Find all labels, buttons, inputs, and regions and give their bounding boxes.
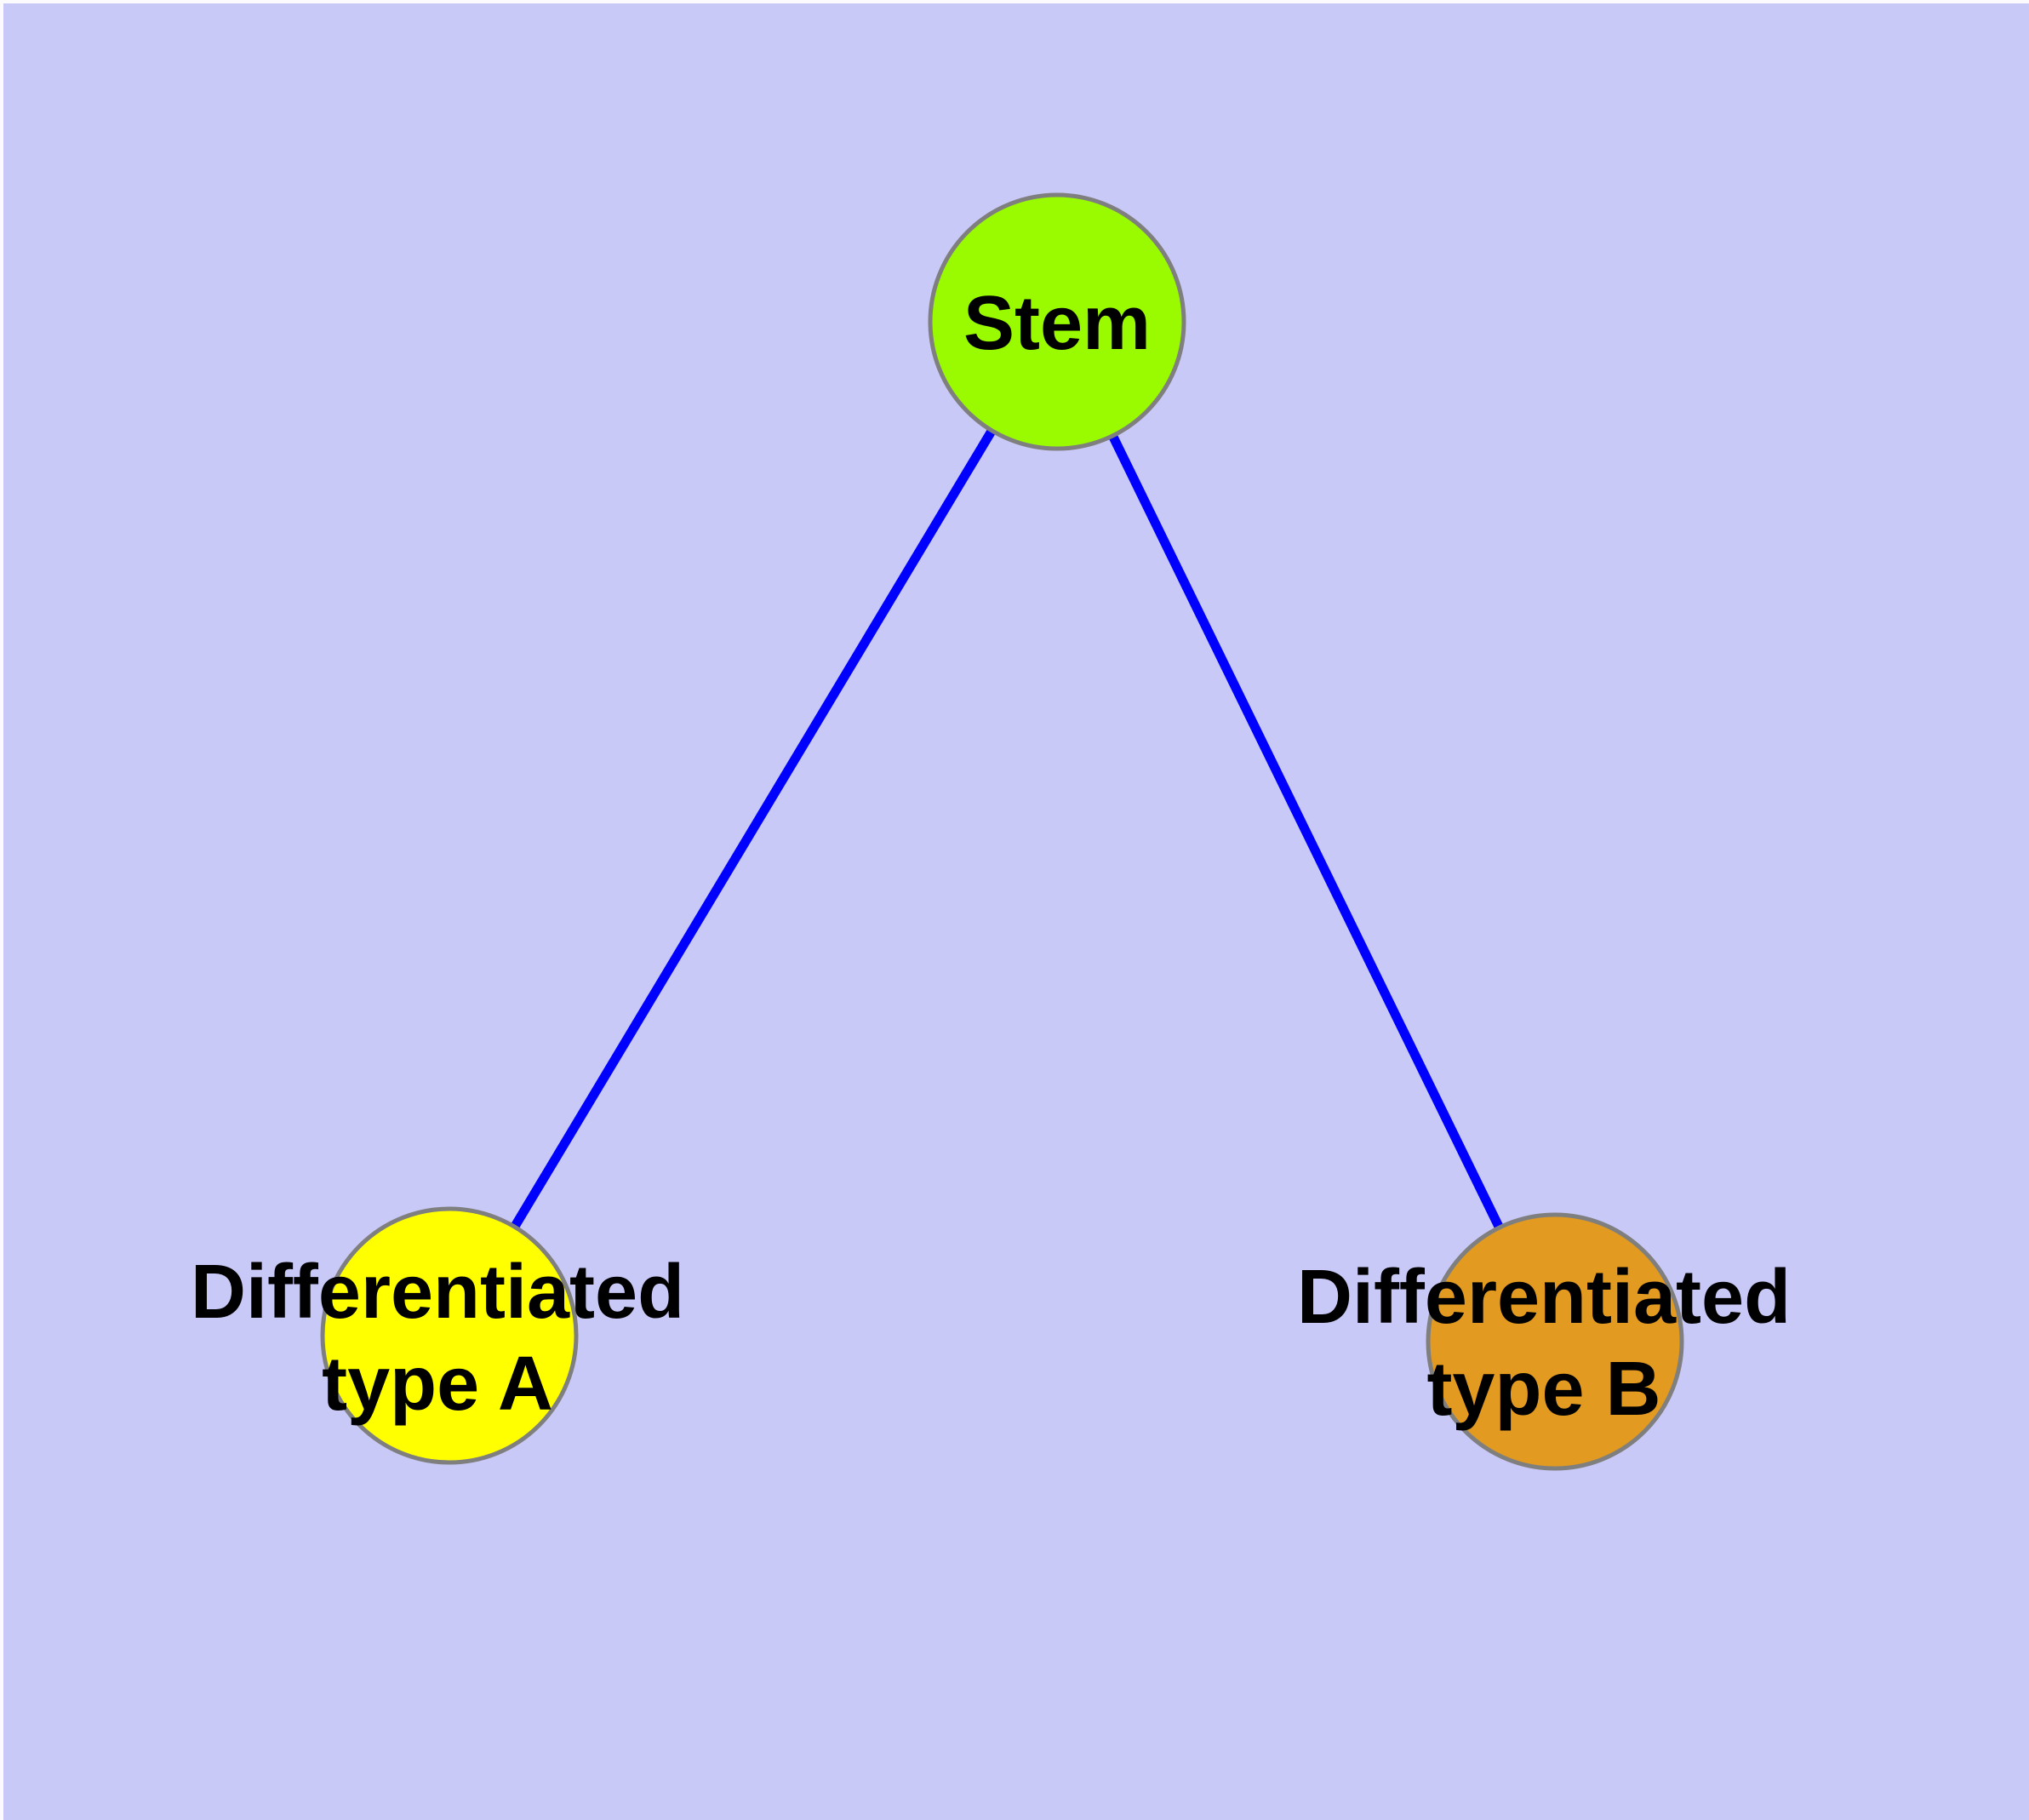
node-stem-circle [928, 192, 1186, 451]
node-type-b-circle [1426, 1212, 1684, 1471]
node-type-a-circle [320, 1206, 579, 1465]
graph-layer [320, 192, 1684, 1471]
edge-stem-to-type-b [1053, 319, 1559, 1344]
edge-stem-to-type-a [445, 319, 1061, 1338]
